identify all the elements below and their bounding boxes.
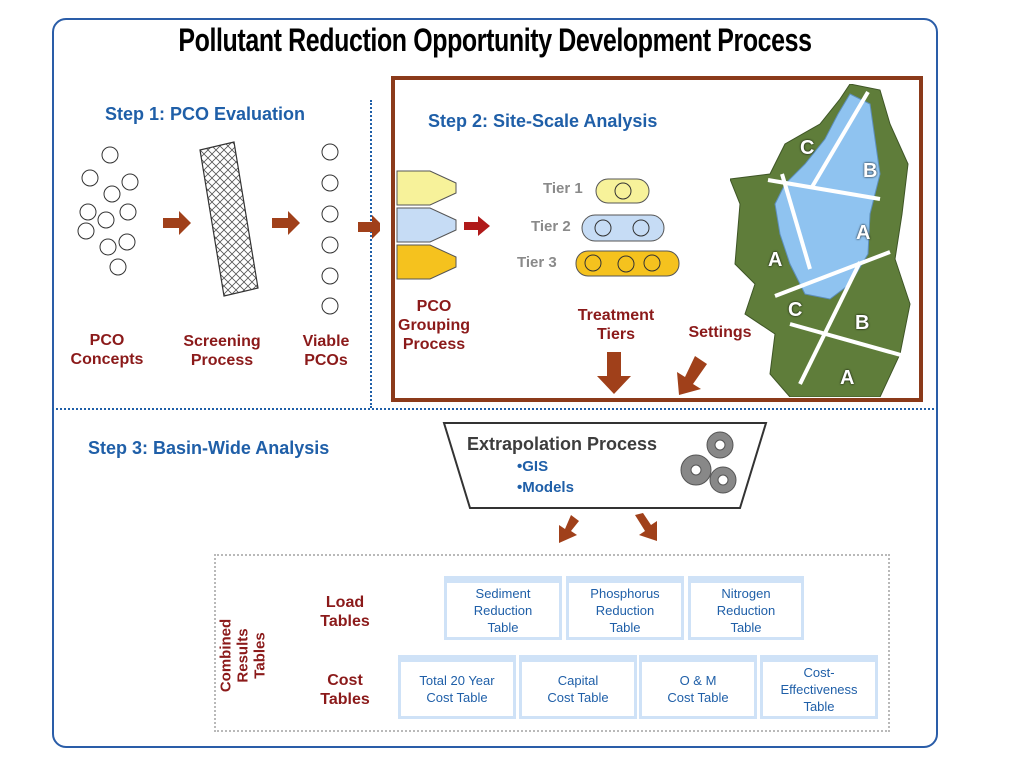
arrow-right-icon bbox=[163, 211, 191, 235]
treatment-tiers-label: Treatment Tiers bbox=[577, 307, 655, 343]
step1-graphic bbox=[77, 141, 380, 315]
load-tables-label: Load Tables bbox=[320, 594, 370, 630]
viable-pco-circles bbox=[321, 143, 339, 315]
outer-frame bbox=[52, 18, 938, 748]
tier2-label: Tier 2 bbox=[531, 218, 571, 235]
cost-effectiveness-table: Cost- Effectiveness Table bbox=[760, 655, 878, 719]
arrow-down-icon bbox=[635, 513, 657, 541]
step3-down-arrows bbox=[559, 513, 657, 543]
zone-label: A bbox=[856, 222, 870, 244]
combined-results-box bbox=[214, 554, 890, 732]
screening-process-label: Screening Process bbox=[183, 333, 261, 369]
capital-cost-table: Capital Cost Table bbox=[519, 655, 637, 719]
tier1-label: Tier 1 bbox=[543, 180, 583, 197]
zone-label: C bbox=[788, 299, 802, 321]
extrapolation-funnel bbox=[442, 422, 768, 509]
zone-label: A bbox=[840, 367, 854, 389]
settings-label: Settings bbox=[688, 324, 752, 341]
extrapolation-bullet-gis: •GIS bbox=[517, 458, 549, 475]
zone-label: B bbox=[863, 160, 877, 182]
zone-lines bbox=[767, 90, 916, 385]
pco-grouping-label: PCO Grouping Process bbox=[398, 298, 470, 353]
arrow-right-icon bbox=[464, 216, 490, 236]
gears-icon bbox=[680, 431, 737, 494]
viable-pcos-label: Viable PCOs bbox=[302, 333, 350, 369]
step-divider-horizontal bbox=[52, 408, 938, 410]
step2-title: Step 2: Site-Scale Analysis bbox=[428, 111, 658, 131]
phosphorus-reduction-table: Phosphorus Reduction Table bbox=[566, 576, 684, 640]
zone-label: C bbox=[800, 137, 814, 159]
lake-water bbox=[774, 93, 881, 300]
nitrogen-reduction-table: Nitrogen Reduction Table bbox=[688, 576, 804, 640]
screening-filter-icon bbox=[199, 141, 259, 297]
tier2-pill bbox=[581, 214, 665, 242]
sediment-reduction-table: Sediment Reduction Table bbox=[444, 576, 562, 640]
group-funnel-yellow bbox=[396, 170, 457, 206]
step2-down-arrows bbox=[597, 352, 707, 395]
page-title: Pollutant Reduction Opportunity Developm… bbox=[178, 22, 812, 58]
group-funnel-blue bbox=[396, 207, 457, 243]
step-divider-vertical bbox=[370, 100, 372, 408]
pco-concepts-label: PCO Concepts bbox=[70, 332, 144, 368]
arrow-down-icon bbox=[597, 352, 631, 394]
extrapolation-title: Extrapolation Process bbox=[467, 434, 658, 454]
tier3-label: Tier 3 bbox=[517, 254, 557, 271]
step3-title: Step 3: Basin-Wide Analysis bbox=[88, 438, 330, 458]
cost-tables-label: Cost Tables bbox=[320, 672, 370, 708]
tier-pills bbox=[575, 178, 680, 277]
group-funnel-orange bbox=[396, 244, 457, 280]
arrow-down-icon bbox=[559, 515, 579, 543]
grouping-graphic bbox=[396, 170, 490, 280]
combined-results-label: Combined Results Tables bbox=[217, 618, 269, 693]
pco-concept-circles bbox=[77, 146, 139, 276]
arrow-right-icon bbox=[358, 215, 380, 239]
extrapolation-bullet-models: •Models bbox=[517, 479, 574, 496]
total-20-year-cost-table: Total 20 Year Cost Table bbox=[398, 655, 516, 719]
zone-label: A bbox=[768, 249, 782, 271]
tier1-pill bbox=[595, 178, 650, 204]
step2-box bbox=[391, 76, 923, 402]
zone-label: B bbox=[855, 312, 869, 334]
o-and-m-cost-table: O & M Cost Table bbox=[639, 655, 757, 719]
arrow-down-icon bbox=[677, 356, 707, 395]
arrow-right-icon bbox=[272, 211, 300, 235]
tier3-pill bbox=[575, 250, 680, 277]
lake-map: C B A A C B A bbox=[730, 84, 916, 397]
step1-title: Step 1: PCO Evaluation bbox=[105, 104, 306, 124]
